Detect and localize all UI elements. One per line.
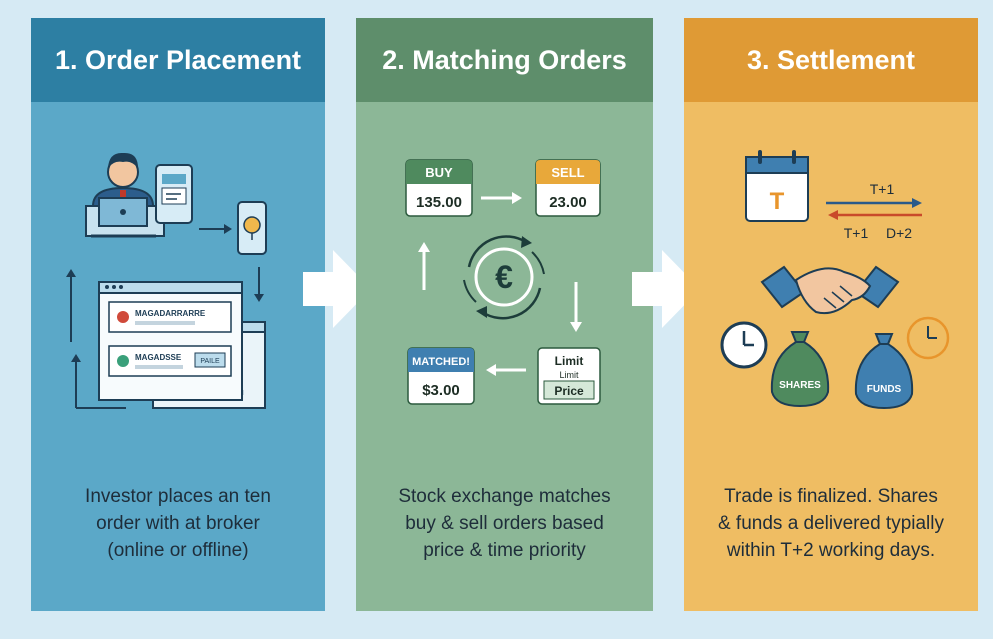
matched-label: MATCHED! <box>412 356 470 368</box>
matching-orders-illustration: BUY 135.00 SELL 23.00 € <box>405 159 601 405</box>
buy-label: BUY <box>425 165 453 180</box>
order-placement-illustration: MAGADARRARRE MAGADSSE PAILE <box>66 152 267 409</box>
step-title: 3. Settlement <box>684 18 978 102</box>
timeline-arrows-icon <box>826 198 922 220</box>
funds-label: FUNDS <box>867 384 902 395</box>
flow-arrow-icon <box>254 267 264 302</box>
limit-label: Limit <box>555 354 584 368</box>
shares-label: SHARES <box>779 380 821 391</box>
step-description: Stock exchange matches buy & sell orders… <box>356 483 653 564</box>
description-line: Stock exchange matches <box>398 486 611 507</box>
limit-sublabel: Limit <box>559 370 579 380</box>
description-line: buy & sell orders based <box>405 513 604 534</box>
description-line: & funds a delivered typially <box>717 513 944 534</box>
flow-arrow-icon <box>418 242 430 290</box>
timeline-label-bottom-right: D+2 <box>886 225 912 241</box>
step-arrow-icon <box>632 250 700 328</box>
step-title: 2. Matching Orders <box>356 18 653 102</box>
clock-icon <box>906 316 950 360</box>
flow-arrow-icon <box>570 282 582 332</box>
flow-arrow-icon <box>481 192 522 204</box>
timeline-label-top: T+1 <box>870 181 895 197</box>
step-title: 1. Order Placement <box>31 18 325 102</box>
timeline-label-bottom-left: T+1 <box>844 225 869 241</box>
description-line: Investor places an ten <box>85 486 271 507</box>
sell-value: 23.00 <box>549 194 587 211</box>
buy-order-card <box>405 159 473 217</box>
broker-window-icon <box>98 281 243 401</box>
sell-order-card <box>535 159 601 217</box>
clock-icon <box>720 321 768 369</box>
step-description: Investor places an ten order with at bro… <box>31 483 325 564</box>
smartphone-icon <box>155 164 193 224</box>
flow-arrow-icon <box>486 364 526 376</box>
handshake-icon <box>760 265 900 315</box>
buy-value: 135.00 <box>416 194 462 211</box>
matched-order-card <box>407 347 475 405</box>
step-panel-matching-orders: 2. Matching Orders BUY 135.00 SELL 23.00 <box>356 18 653 611</box>
matched-value: $3.00 <box>422 382 460 399</box>
description-line: price & time priority <box>423 540 586 561</box>
price-label: Price <box>554 384 584 398</box>
investor-laptop-icon <box>85 152 165 238</box>
shares-money-bag-icon <box>770 331 830 408</box>
settlement-illustration: T T+1 T+1 D+2 <box>720 150 950 410</box>
description-line: within T+2 working days. <box>726 540 936 561</box>
sell-label: SELL <box>551 165 584 180</box>
step-panel-order-placement: 1. Order Placement <box>31 18 325 611</box>
step-arrow-icon <box>303 250 371 328</box>
description-line: order with at broker <box>96 513 260 534</box>
exchange-cycle-icon <box>463 235 545 320</box>
funds-money-bag-icon <box>854 333 914 410</box>
step-description: Trade is finalized. Shares & funds a del… <box>684 483 978 564</box>
location-phone-icon <box>237 201 267 255</box>
calendar-icon <box>745 150 809 222</box>
description-line: Trade is finalized. Shares <box>724 486 938 507</box>
flow-arrow-icon <box>199 224 232 234</box>
form-submit-button: PAILE <box>200 358 220 365</box>
form-row-label: MAGADARRARRE <box>135 309 206 318</box>
description-line: (online or offline) <box>107 540 249 561</box>
flow-arrow-icon <box>66 269 126 409</box>
euro-symbol: € <box>495 259 513 295</box>
form-row-label: MAGADSSE <box>135 353 182 362</box>
calendar-day-label: T <box>770 188 785 215</box>
step-panel-settlement: 3. Settlement T T+1 T+1 D+2 <box>684 18 978 611</box>
limit-price-card <box>537 347 601 405</box>
